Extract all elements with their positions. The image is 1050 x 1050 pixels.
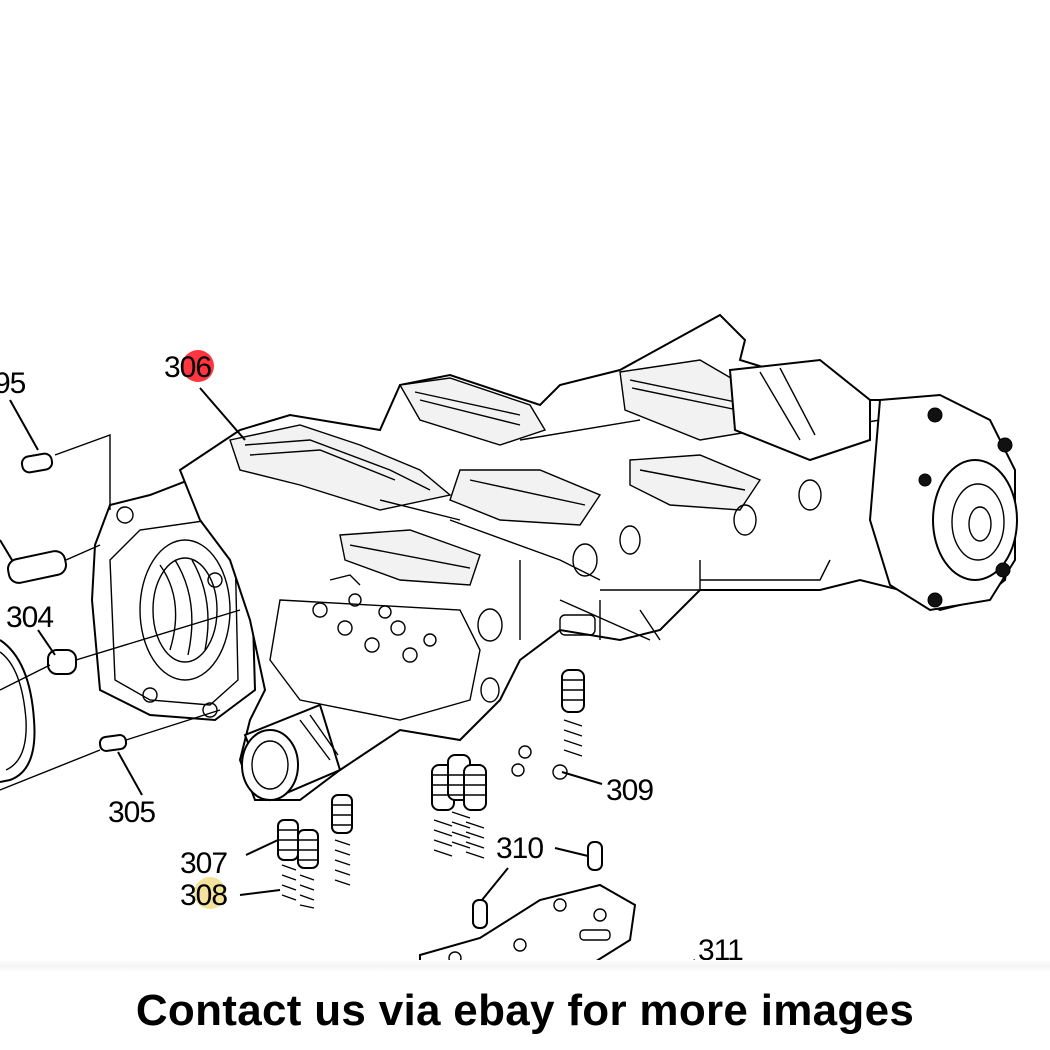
callout-310: 310 — [496, 832, 543, 865]
spring-group-right — [561, 669, 585, 757]
plug-304 — [47, 649, 77, 675]
pressure-solenoid-assembly — [728, 358, 1018, 612]
callout-304: 304 — [6, 601, 53, 634]
pin-305 — [98, 734, 128, 752]
spring-group-center — [431, 754, 487, 859]
callout-295: 95 — [0, 367, 26, 400]
callout-309: 309 — [606, 774, 653, 807]
callout-307: 307 — [180, 847, 227, 880]
gasket-left — [0, 639, 36, 783]
callout-305: 305 — [108, 796, 155, 829]
callout-306: 306 — [164, 351, 211, 384]
caption-bar: Contact us via ebay for more images — [0, 978, 1050, 1044]
highlight-306 — [182, 350, 214, 382]
valve-body-exploded-diagram: 95 306 304 305 309 307 308 310 311 — [0, 313, 1018, 970]
plug-left — [0, 539, 68, 584]
spring-group-307-308 — [277, 794, 353, 909]
callout-308: 308 — [180, 879, 227, 912]
dowel-pins-310 — [472, 841, 603, 929]
footer-fade — [0, 960, 1050, 972]
separator-plate-311 — [419, 883, 637, 970]
check-balls-309 — [511, 745, 568, 780]
contact-caption: Contact us via ebay for more images — [135, 986, 915, 1035]
highlight-308 — [194, 877, 226, 909]
pin-295 — [20, 452, 54, 474]
